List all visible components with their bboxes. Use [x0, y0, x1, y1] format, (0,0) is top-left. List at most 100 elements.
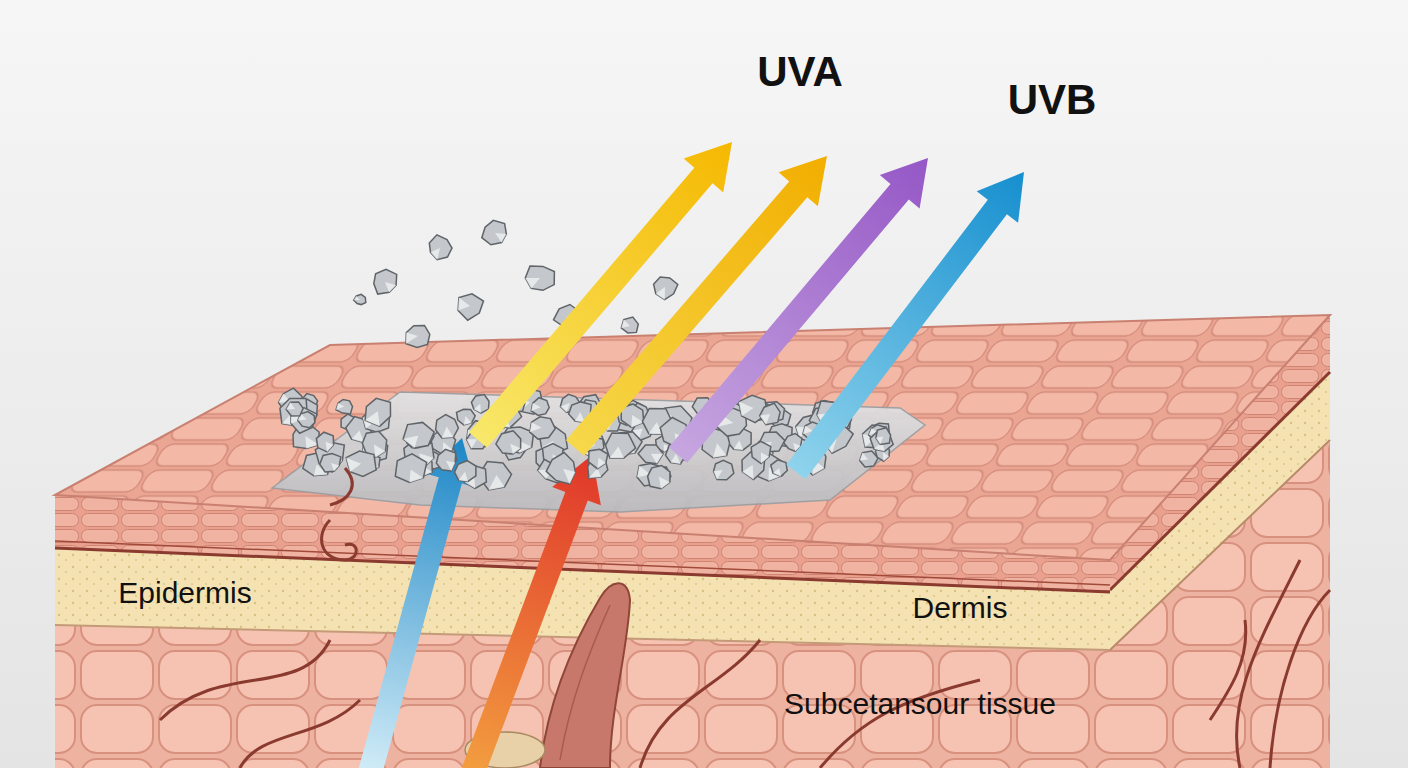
particle-facet	[760, 414, 770, 425]
particle-body	[751, 441, 771, 463]
layout-layer	[279, 142, 1025, 768]
particle-facet	[431, 248, 441, 260]
mineral-particle	[654, 277, 678, 300]
follicle-line	[560, 605, 610, 760]
particle-body	[546, 453, 575, 485]
particle-facet	[286, 402, 295, 409]
particle-facet	[489, 475, 505, 490]
particle-facet	[458, 298, 470, 311]
particle-body	[482, 220, 507, 244]
particle-facet	[336, 403, 344, 410]
blood-vessel	[330, 468, 352, 505]
mineral-particle	[876, 428, 891, 445]
particle-body	[436, 449, 455, 471]
mineral-particle	[395, 454, 426, 483]
mineral-particle	[457, 409, 476, 425]
particle-facet	[739, 402, 754, 417]
mineral-particle	[374, 269, 397, 294]
radiation-label: UVB	[1008, 77, 1097, 123]
mineral-particle	[436, 449, 455, 471]
particle-facet	[560, 403, 569, 413]
mineral-particle	[530, 417, 555, 439]
mineral-particle	[638, 445, 663, 464]
particle-body	[471, 395, 489, 414]
particle-facet	[467, 439, 478, 449]
mineral-particle	[365, 398, 390, 426]
particle-body	[403, 422, 434, 448]
particle-facet	[352, 431, 364, 443]
blood-vessel	[1210, 560, 1330, 768]
mineral-particle	[471, 395, 489, 414]
particle-body	[606, 433, 636, 458]
hair-follicle	[540, 583, 630, 768]
particle-body	[621, 317, 638, 333]
particle-facet	[354, 296, 360, 300]
mineral-particle	[316, 432, 333, 452]
particle-facet	[464, 416, 472, 425]
mineral-particle	[429, 235, 452, 260]
particle-body	[316, 432, 333, 452]
particle-body	[654, 277, 678, 300]
particle-body	[496, 431, 521, 454]
blood-vessel	[322, 520, 357, 560]
particle-facet	[459, 472, 468, 482]
mineral-particle	[482, 220, 507, 244]
mineral-particle	[751, 441, 771, 463]
particle-body	[714, 460, 734, 480]
particle-facet	[742, 465, 753, 480]
particle-facet	[525, 278, 540, 289]
particle-facet	[510, 444, 520, 454]
particle-facet	[656, 287, 665, 300]
particle-body	[455, 461, 476, 482]
particle-facet	[385, 282, 396, 292]
particle-body	[638, 445, 663, 464]
particle-body	[429, 235, 452, 260]
particle-body	[354, 294, 366, 304]
mineral-particle	[406, 325, 430, 347]
particle-facet	[365, 411, 380, 426]
particle-facet	[773, 468, 781, 477]
mineral-particle	[760, 403, 780, 425]
mineral-particle	[458, 294, 483, 320]
mineral-particle	[648, 466, 670, 489]
particle-body	[876, 428, 891, 445]
particle-facet	[403, 436, 418, 449]
mineral-particle	[621, 317, 638, 333]
particle-body	[395, 454, 426, 483]
particle-facet	[442, 426, 454, 438]
particle-body	[457, 409, 476, 425]
particle-facet	[474, 404, 481, 413]
incoming-uv-arrow	[356, 438, 475, 768]
particle-facet	[446, 461, 455, 471]
mineral-particle	[525, 266, 554, 290]
layer-label: Subcetansour tissue	[784, 687, 1056, 720]
mineral-particle	[589, 449, 608, 468]
particle-body	[320, 454, 341, 473]
particle-facet	[346, 458, 361, 472]
mineral-particle	[496, 431, 521, 454]
mineral-particle	[403, 422, 434, 448]
mineral-particle	[436, 415, 459, 439]
mineral-particle	[286, 402, 303, 416]
incoming-uv-arrow	[459, 455, 601, 768]
particle-facet	[714, 470, 723, 480]
particle-body	[346, 451, 376, 476]
particle-body	[760, 403, 780, 425]
particle-facet	[610, 447, 624, 459]
particle-body	[406, 325, 430, 347]
mineral-particle	[714, 460, 734, 480]
particle-body	[525, 266, 554, 290]
mineral-particle	[771, 460, 788, 477]
particle-facet	[651, 454, 663, 464]
reflected-uv-arrow	[669, 158, 928, 463]
particle-facet	[406, 333, 418, 344]
mineral-particle	[336, 400, 352, 415]
particle-body	[374, 269, 397, 294]
particle-body	[531, 398, 549, 416]
particle-body	[336, 400, 352, 415]
particle-facet	[563, 469, 575, 484]
mineral-particle	[455, 461, 476, 482]
